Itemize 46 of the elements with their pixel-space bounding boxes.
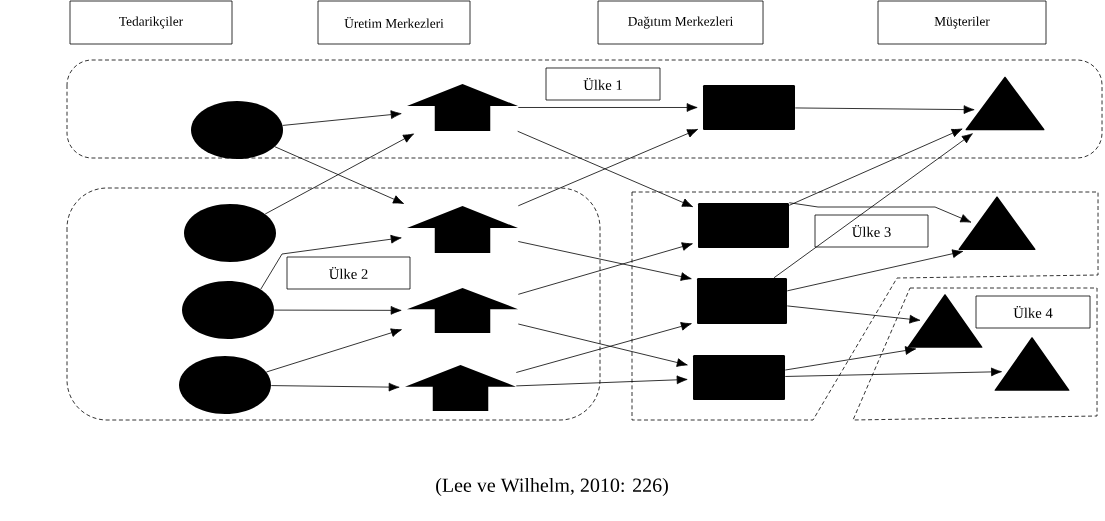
filled-ellipse <box>184 204 276 262</box>
filled-ellipse <box>179 356 271 414</box>
arrow <box>282 110 402 126</box>
arrow <box>260 234 402 290</box>
arrow <box>517 323 688 367</box>
filled-rectangle <box>698 203 789 248</box>
arrow <box>773 133 973 279</box>
arrow <box>784 346 917 371</box>
header-box: Dağıtım Merkezleri <box>597 0 764 45</box>
filled-ellipse <box>191 101 283 159</box>
block-symbol <box>407 206 518 253</box>
filled-triangle <box>907 294 983 348</box>
header-box: Üretim Merkezleri <box>317 0 471 45</box>
arrow <box>515 375 688 387</box>
arrow <box>788 128 963 206</box>
arrow <box>786 305 921 324</box>
country-label: Ülke 1 <box>545 67 661 101</box>
arrow <box>788 202 972 223</box>
block-symbol <box>407 288 518 333</box>
header-box: Müşteriler <box>877 0 1047 45</box>
arrow <box>266 328 402 373</box>
filled-triangle <box>965 76 1045 131</box>
arrow <box>794 105 975 114</box>
filled-rectangle <box>697 278 787 324</box>
arrow <box>784 367 1002 377</box>
arrow <box>786 249 964 292</box>
arrow <box>274 146 404 204</box>
block-symbol <box>407 84 518 131</box>
country-label: Ülke 4 <box>975 295 1091 329</box>
caption: (Lee ve Wilhelm, 2010: 226) <box>436 477 668 497</box>
arrow <box>515 322 692 373</box>
arrow <box>517 241 692 281</box>
filled-triangle <box>994 337 1070 391</box>
arrow <box>264 133 414 215</box>
arrow <box>517 242 693 295</box>
arrow <box>517 103 698 112</box>
filled-rectangle <box>703 85 795 130</box>
arrow <box>273 306 402 315</box>
block-symbol <box>405 365 516 411</box>
country-label: Ülke 3 <box>814 214 929 248</box>
arrow <box>270 382 400 392</box>
filled-triangle <box>958 196 1036 250</box>
country-label: Ülke 2 <box>286 256 411 290</box>
filled-ellipse <box>182 281 274 339</box>
header-box: Tedarikçiler <box>69 0 233 45</box>
filled-rectangle <box>693 355 785 400</box>
